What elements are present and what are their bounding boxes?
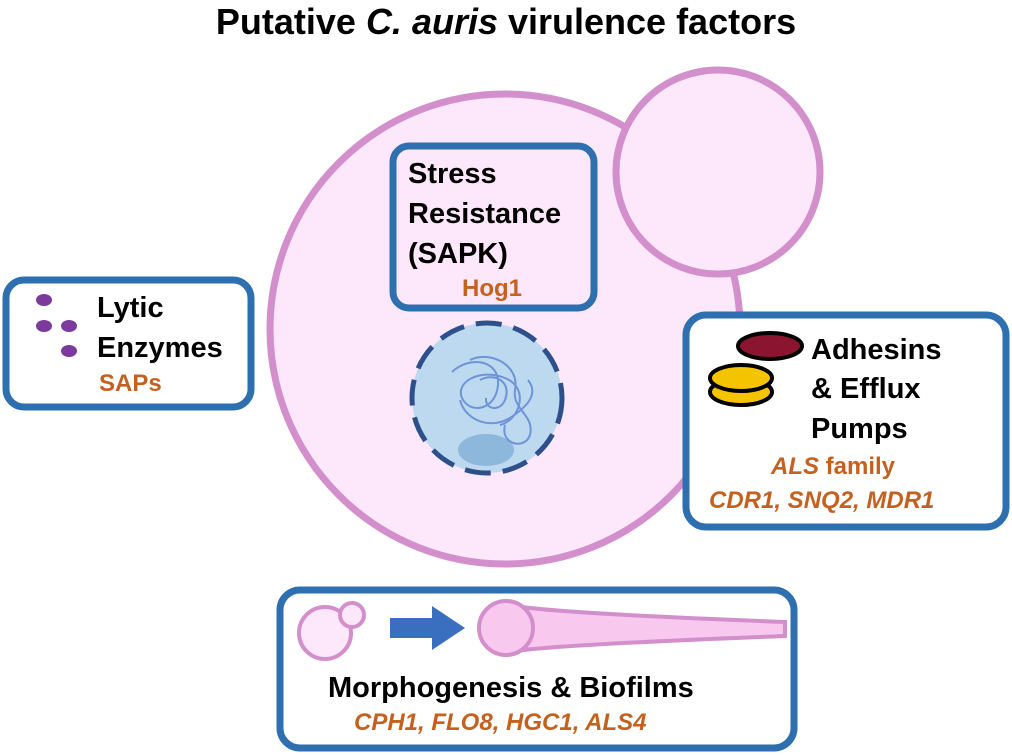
hypha-icon [477, 599, 787, 657]
stress-label-line2: Resistance [408, 198, 562, 230]
adhesins-gene-line1: ALS family [771, 453, 896, 480]
adhesins-label-line2: & Efflux [811, 373, 921, 405]
morphogenesis-gene: CPH1, FLO8, HGC1, ALS4 [354, 709, 647, 736]
stress-label-line3: (SAPK) [408, 238, 508, 270]
adhesins-gene-line2: CDR1, SNQ2, MDR1 [709, 487, 935, 514]
adhesins-label-line3: Pumps [811, 413, 908, 445]
lytic-label-line1: Lytic [97, 292, 164, 324]
nucleus-icon [409, 320, 565, 476]
yeast-cell-icon [297, 601, 366, 661]
lytic-gene: SAPs [99, 370, 162, 397]
stress-gene: Hog1 [462, 275, 522, 302]
yeast-bud [612, 66, 824, 278]
right-arrow-icon [390, 606, 465, 650]
diagram-title: Putative C. auris virulence factors [215, 1, 797, 42]
adhesin-icon [736, 331, 804, 361]
lytic-label-line2: Enzymes [97, 332, 223, 364]
chromatin-icon [451, 355, 534, 445]
adhesins-efflux-box [682, 311, 1010, 531]
adhesins-label-line1: Adhesins [811, 334, 942, 366]
enzyme-dots-icon [36, 294, 77, 357]
morphogenesis-label: Morphogenesis & Biofilms [328, 672, 694, 704]
stress-resistance-box [389, 142, 598, 312]
stress-label-line1: Stress [408, 158, 497, 190]
efflux-pump-icon [708, 363, 774, 407]
lytic-enzymes-box [2, 276, 255, 411]
